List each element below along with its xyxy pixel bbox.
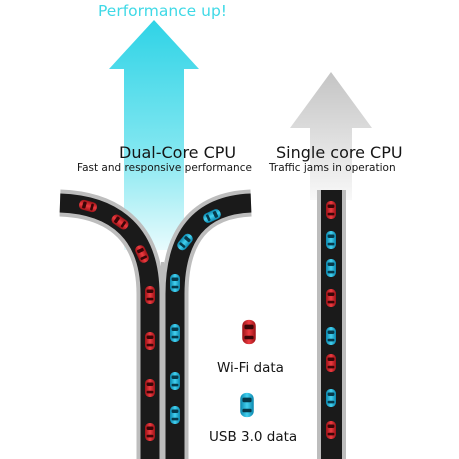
dual-core-title: Dual-Core CPU: [119, 143, 237, 162]
wifi-car: [326, 354, 336, 372]
usb-car: [170, 372, 180, 390]
dual-core-subtitle: Fast and responsive performance: [77, 162, 252, 174]
single-core-arrow: [290, 72, 372, 200]
usb-car: [170, 274, 180, 292]
wifi-car: [145, 286, 155, 304]
usb-car: [326, 389, 336, 407]
legend-usb-label: USB 3.0 data: [209, 429, 298, 445]
single-core-title: Single core CPU: [276, 143, 403, 162]
single-core-road: [317, 190, 346, 459]
wifi-car: [326, 289, 336, 307]
performance-caption: Performance up!: [98, 2, 228, 20]
single-core-subtitle: Traffic jams in operation: [269, 162, 396, 174]
performance-arrow: [109, 20, 199, 250]
wifi-car: [145, 423, 155, 441]
usb-car: [170, 324, 180, 342]
legend-wifi-car-icon: [242, 319, 256, 345]
legend-wifi-label: Wi-Fi data: [217, 360, 284, 376]
wifi-car: [326, 421, 336, 439]
wifi-car: [145, 379, 155, 397]
wifi-car: [145, 332, 155, 350]
usb-car: [170, 406, 180, 424]
usb-car: [326, 327, 336, 345]
legend-usb-car-icon: [240, 392, 254, 418]
usb-car: [326, 231, 336, 249]
wifi-car: [326, 201, 336, 219]
usb-car: [326, 259, 336, 277]
